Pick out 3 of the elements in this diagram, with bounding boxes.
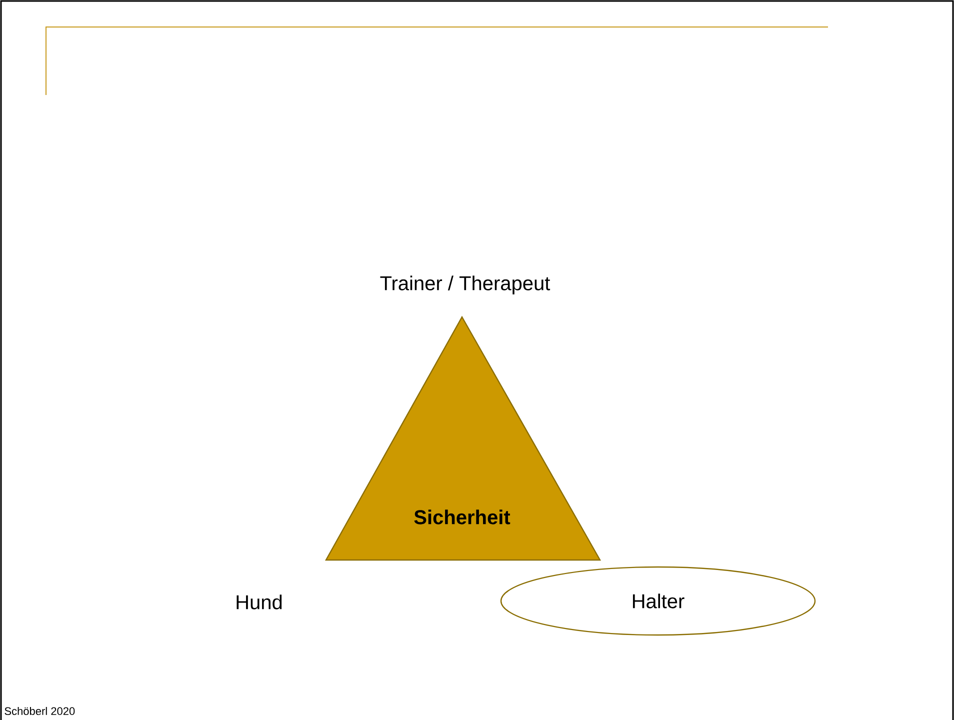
source-note: Schöberl 2020 — [4, 706, 75, 716]
label: Trainer / Therapeut — [380, 276, 550, 294]
label: Hund — [236, 594, 282, 610]
